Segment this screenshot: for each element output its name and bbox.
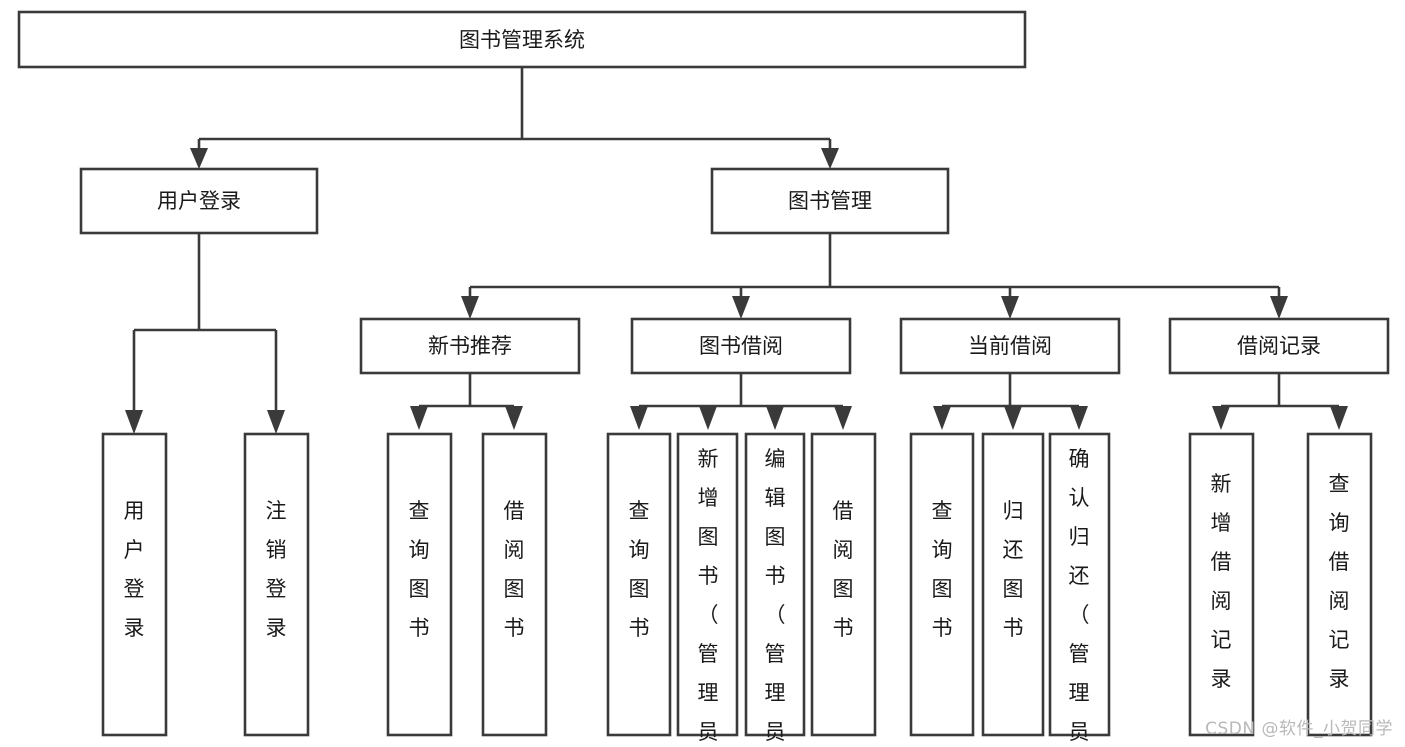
node-leaf-add-record[interactable]: 新增借阅记录: [1188, 432, 1255, 737]
node-root-rect[interactable]: [17, 10, 1027, 69]
node-book-management[interactable]: 图书管理: [710, 167, 950, 235]
connector-book-management-to-level3: [461, 233, 1288, 319]
arrow-head-borrow-record: [1270, 296, 1288, 319]
node-book-borrow-label: 图书借阅: [699, 334, 783, 358]
node-leaf-add-book-rect[interactable]: [676, 432, 739, 737]
node-leaf-confirm-return[interactable]: 确认归还（管理员）: [1048, 432, 1111, 747]
node-user-login-rect[interactable]: [79, 167, 319, 235]
node-leaf-borrow-book-2-label: 借阅图书: [833, 499, 854, 640]
node-layer: 图书管理系统 用户登录 图书管理 新书推荐 图书借阅 当前: [17, 10, 1390, 747]
node-user-login-label: 用户登录: [157, 189, 241, 213]
arrow-head-leaf-return-book: [1004, 406, 1022, 430]
arrow-head-user-login: [190, 148, 208, 169]
node-leaf-query-book-3-label: 查询图书: [932, 499, 953, 640]
node-leaf-add-record-rect[interactable]: [1188, 432, 1255, 737]
node-root-label: 图书管理系统: [459, 28, 585, 52]
node-leaf-query-book-2-label: 查询图书: [629, 499, 650, 640]
node-current-borrow-label: 当前借阅: [968, 334, 1052, 358]
node-leaf-add-book-label: 新增图书（管理员）: [698, 447, 719, 747]
node-leaf-borrow-book-1-rect[interactable]: [481, 432, 548, 737]
arrow-head-leaf-query-book-2: [630, 406, 648, 430]
arrow-head-leaf-query-book-3: [933, 406, 951, 430]
node-leaf-borrow-book-2-rect[interactable]: [810, 432, 877, 737]
node-leaf-query-book-1-rect[interactable]: [386, 432, 453, 737]
node-leaf-borrow-book-1[interactable]: 借阅图书: [481, 432, 548, 737]
arrow-head-leaf-query-record: [1330, 406, 1348, 430]
node-root[interactable]: 图书管理系统: [17, 10, 1027, 69]
node-current-borrow[interactable]: 当前借阅: [899, 317, 1121, 375]
arrow-head-book-management: [821, 148, 839, 169]
node-new-book-recommend[interactable]: 新书推荐: [359, 317, 581, 375]
connector-user-login-to-leaves: [125, 233, 285, 434]
node-leaf-query-book-1[interactable]: 查询图书: [386, 432, 453, 737]
arrow-head-leaf-add-book: [699, 406, 717, 430]
node-borrow-record-rect[interactable]: [1168, 317, 1390, 375]
node-leaf-return-book-label: 归还图书: [1003, 499, 1024, 640]
node-leaf-edit-book-label: 编辑图书（管理员）: [765, 447, 786, 747]
arrow-head-book-borrow: [732, 296, 750, 319]
connector-book-borrow-to-leaves: [630, 373, 852, 430]
arrow-head-leaf-query-book-1: [410, 406, 428, 430]
node-leaf-query-book-2[interactable]: 查询图书: [606, 432, 672, 737]
arrow-head-leaf-user-logout: [267, 410, 285, 434]
node-book-management-rect[interactable]: [710, 167, 950, 235]
node-leaf-query-record[interactable]: 查询借阅记录: [1306, 432, 1373, 737]
node-leaf-borrow-book-2[interactable]: 借阅图书: [810, 432, 877, 737]
node-leaf-return-book-rect[interactable]: [981, 432, 1045, 737]
connector-current-borrow-to-leaves: [933, 373, 1088, 430]
node-user-login[interactable]: 用户登录: [79, 167, 319, 235]
node-book-borrow-rect[interactable]: [630, 317, 852, 375]
node-leaf-add-record-label: 新增借阅记录: [1211, 472, 1232, 691]
arrow-head-current-borrow: [1001, 296, 1019, 319]
node-leaf-user-logout-label: 注销登录: [266, 499, 287, 640]
node-new-book-recommend-rect[interactable]: [359, 317, 581, 375]
node-borrow-record[interactable]: 借阅记录: [1168, 317, 1390, 375]
node-leaf-confirm-return-label: 确认归还（管理员）: [1069, 447, 1090, 747]
node-leaf-query-book-2-rect[interactable]: [606, 432, 672, 737]
node-borrow-record-label: 借阅记录: [1237, 334, 1321, 358]
node-book-management-label: 图书管理: [788, 189, 872, 213]
node-leaf-user-login-label: 用户登录: [124, 499, 145, 640]
node-leaf-query-record-rect[interactable]: [1306, 432, 1373, 737]
node-leaf-add-book[interactable]: 新增图书（管理员）: [676, 432, 739, 747]
node-leaf-user-logout-rect[interactable]: [243, 432, 310, 737]
arrow-head-leaf-borrow-book-1: [505, 406, 523, 430]
arrow-head-leaf-confirm-return: [1070, 406, 1088, 430]
node-leaf-query-book-1-label: 查询图书: [409, 499, 430, 640]
node-leaf-borrow-book-1-label: 借阅图书: [504, 499, 525, 640]
node-leaf-user-login-rect[interactable]: [101, 432, 168, 737]
arrow-head-leaf-edit-book: [766, 406, 784, 430]
node-leaf-query-book-3[interactable]: 查询图书: [909, 432, 975, 737]
connector-borrow-record-to-leaves: [1212, 373, 1348, 430]
node-leaf-user-logout[interactable]: 注销登录: [243, 432, 310, 737]
connector-root-to-level2: [190, 67, 839, 169]
node-book-borrow[interactable]: 图书借阅: [630, 317, 852, 375]
node-current-borrow-rect[interactable]: [899, 317, 1121, 375]
node-leaf-edit-book[interactable]: 编辑图书（管理员）: [744, 432, 806, 747]
connector-new-book-recommend-to-leaves: [410, 373, 523, 430]
node-new-book-recommend-label: 新书推荐: [428, 334, 512, 358]
arrow-head-new-book-recommend: [461, 296, 479, 319]
arrow-head-leaf-user-login: [125, 410, 143, 434]
connector-layer: [125, 67, 1348, 434]
node-leaf-user-login[interactable]: 用户登录: [101, 432, 168, 737]
node-leaf-query-book-3-rect[interactable]: [909, 432, 975, 737]
arrow-head-leaf-borrow-book-2: [834, 406, 852, 430]
node-leaf-query-record-label: 查询借阅记录: [1329, 472, 1350, 691]
node-leaf-return-book[interactable]: 归还图书: [981, 432, 1045, 737]
arrow-head-leaf-add-record: [1212, 406, 1230, 430]
node-leaf-edit-book-rect[interactable]: [744, 432, 806, 737]
node-leaf-confirm-return-rect[interactable]: [1048, 432, 1111, 737]
